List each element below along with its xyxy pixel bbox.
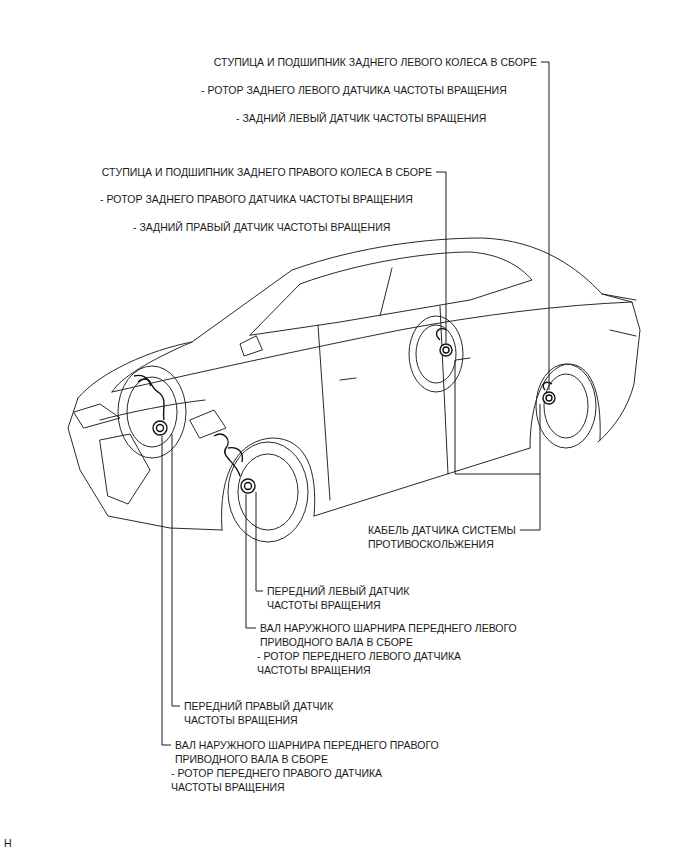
- wheels: [118, 316, 596, 542]
- part-label: ПЕРЕДНИЙ ПРАВЫЙ ДАТЧИК ЧАСТОТЫ ВРАЩЕНИЯ: [184, 699, 333, 727]
- label-line: СТУПИЦА И ПОДШИПНИК ЗАДНЕГО ПРАВОГО КОЛЕ…: [102, 165, 432, 179]
- speed-sensor-rotor: [157, 425, 164, 432]
- part-label: ВАЛ НАРУЖНОГО ШАРНИРА ПЕРЕДНЕГО ПРАВОГО …: [175, 738, 439, 766]
- part-label: СТУПИЦА И ПОДШИПНИК ЗАДНЕГО ПРАВОГО КОЛЕ…: [102, 165, 432, 179]
- wheel-rim: [238, 454, 298, 530]
- label-line: - РОТОР ПЕРЕДНЕГО ПРАВОГО ДАТЧИКА: [171, 766, 382, 780]
- speed-sensor-rotor: [543, 392, 555, 404]
- leader-line: [246, 494, 256, 628]
- label-line: ПЕРЕДНИЙ ПРАВЫЙ ДАТЧИК: [184, 699, 333, 713]
- label-line: - РОТОР ЗАДНЕГО ЛЕВОГО ДАТЧИКА ЧАСТОТЫ В…: [201, 83, 507, 97]
- label-line: ПЕРЕДНИЙ ЛЕВЫЙ ДАТЧИК: [267, 584, 409, 598]
- label-line: КАБЕЛЬ ДАТЧИКА СИСТЕМЫ: [368, 523, 516, 537]
- door-line: [318, 325, 330, 500]
- part-label: - РОТОР ЗАДНЕГО ПРАВОГО ДАТЧИКА ЧАСТОТЫ …: [100, 192, 413, 206]
- label-line: - РОТОР ПЕРЕДНЕГО ЛЕВОГО ДАТЧИКА: [257, 649, 461, 663]
- label-line: - РОТОР ЗАДНЕГО ПРАВОГО ДАТЧИКА ЧАСТОТЫ …: [100, 192, 413, 206]
- leader-line: [162, 436, 171, 745]
- speed-sensor-rotor: [440, 344, 452, 356]
- part-label: - РОТОР ПЕРЕДНЕГО ЛЕВОГО ДАТЧИКА ЧАСТОТЫ…: [257, 649, 461, 677]
- leader-line: [172, 434, 180, 706]
- wheel-rim: [416, 325, 456, 383]
- door-handle: [340, 378, 356, 380]
- wheel-rim: [127, 377, 177, 447]
- side-window: [250, 252, 532, 335]
- figure-code: H: [4, 836, 12, 850]
- sensor-wire: [138, 379, 150, 386]
- label-line: ЧАСТОТЫ ВРАЩЕНИЯ: [267, 598, 409, 612]
- label-line: ПРИВОДНОГО ВАЛА В СБОРЕ: [175, 752, 439, 766]
- label-line: ВАЛ НАРУЖНОГО ШАРНИРА ПЕРЕДНЕГО ЛЕВОГО: [260, 621, 517, 635]
- sensor-wire: [543, 382, 552, 390]
- sensor-wire: [228, 448, 242, 462]
- leader-lines: [162, 62, 549, 745]
- leader-line: [520, 404, 540, 530]
- body-outline: [78, 238, 640, 442]
- front-fascia: [68, 398, 222, 530]
- headlight: [74, 404, 120, 428]
- wheel-rim: [544, 374, 588, 438]
- part-label: СТУПИЦА И ПОДШИПНИК ЗАДНЕГО ЛЕВОГО КОЛЕС…: [214, 55, 537, 69]
- part-label: КАБЕЛЬ ДАТЧИКА СИСТЕМЫ ПРОТИВОСКОЛЬЖЕНИЯ: [368, 523, 516, 551]
- tail-light: [610, 330, 636, 336]
- speed-sensor-rotor: [443, 347, 449, 353]
- label-line: H: [4, 836, 12, 850]
- sensor-wire: [134, 375, 164, 420]
- part-label: ВАЛ НАРУЖНОГО ШАРНИРА ПЕРЕДНЕГО ЛЕВОГО П…: [260, 621, 517, 649]
- label-line: ЧАСТОТЫ ВРАЩЕНИЯ: [171, 780, 382, 794]
- window-pillar: [380, 268, 392, 316]
- speed-sensor-rotor: [546, 395, 552, 401]
- sensor-wires: [134, 329, 552, 476]
- trunk-line: [602, 294, 636, 300]
- leader-line: [541, 62, 549, 390]
- part-label: - ЗАДНИЙ ПРАВЫЙ ДАТЧИК ЧАСТОТЫ ВРАЩЕНИЯ: [133, 220, 390, 234]
- mirror: [240, 336, 262, 356]
- label-line: СТУПИЦА И ПОДШИПНИК ЗАДНЕГО ЛЕВОГО КОЛЕС…: [214, 55, 537, 69]
- sill-line: [314, 448, 530, 516]
- sensor-wire: [214, 434, 240, 476]
- speed-sensor-rotor: [153, 421, 167, 435]
- car-body: [68, 238, 640, 530]
- part-label: - РОТОР ПЕРЕДНЕГО ПРАВОГО ДАТЧИКА ЧАСТОТ…: [171, 766, 382, 794]
- wheel: [536, 364, 596, 448]
- leader-line: [256, 492, 263, 591]
- wheel: [118, 366, 186, 458]
- speed-sensor-rotor: [245, 483, 252, 490]
- sensor-wire: [437, 329, 446, 340]
- leader-line: [455, 360, 540, 474]
- label-line: ЧАСТОТЫ ВРАЩЕНИЯ: [257, 663, 461, 677]
- label-line: ПРИВОДНОГО ВАЛА В СБОРЕ: [260, 635, 517, 649]
- speed-sensor-rotor: [241, 479, 255, 493]
- label-line: - ЗАДНИЙ ЛЕВЫЙ ДАТЧИК ЧАСТОТЫ ВРАЩЕНИЯ: [236, 111, 486, 125]
- wheel: [228, 442, 308, 542]
- wheel-arch: [222, 438, 315, 530]
- label-line: ПРОТИВОСКОЛЬЖЕНИЯ: [368, 537, 516, 551]
- sensors: [153, 344, 555, 493]
- label-line: ЧАСТОТЫ ВРАЩЕНИЯ: [184, 713, 333, 727]
- part-label: - ЗАДНИЙ ЛЕВЫЙ ДАТЧИК ЧАСТОТЫ ВРАЩЕНИЯ: [236, 111, 486, 125]
- wheel-arch: [530, 364, 600, 448]
- hood-line: [100, 400, 205, 420]
- label-line: - ЗАДНИЙ ПРАВЫЙ ДАТЧИК ЧАСТОТЫ ВРАЩЕНИЯ: [133, 220, 390, 234]
- part-label: ПЕРЕДНИЙ ЛЕВЫЙ ДАТЧИК ЧАСТОТЫ ВРАЩЕНИЯ: [267, 584, 409, 612]
- leader-line: [436, 172, 446, 343]
- label-line: ВАЛ НАРУЖНОГО ШАРНИРА ПЕРЕДНЕГО ПРАВОГО: [175, 738, 439, 752]
- part-label: - РОТОР ЗАДНЕГО ЛЕВОГО ДАТЧИКА ЧАСТОТЫ В…: [201, 83, 507, 97]
